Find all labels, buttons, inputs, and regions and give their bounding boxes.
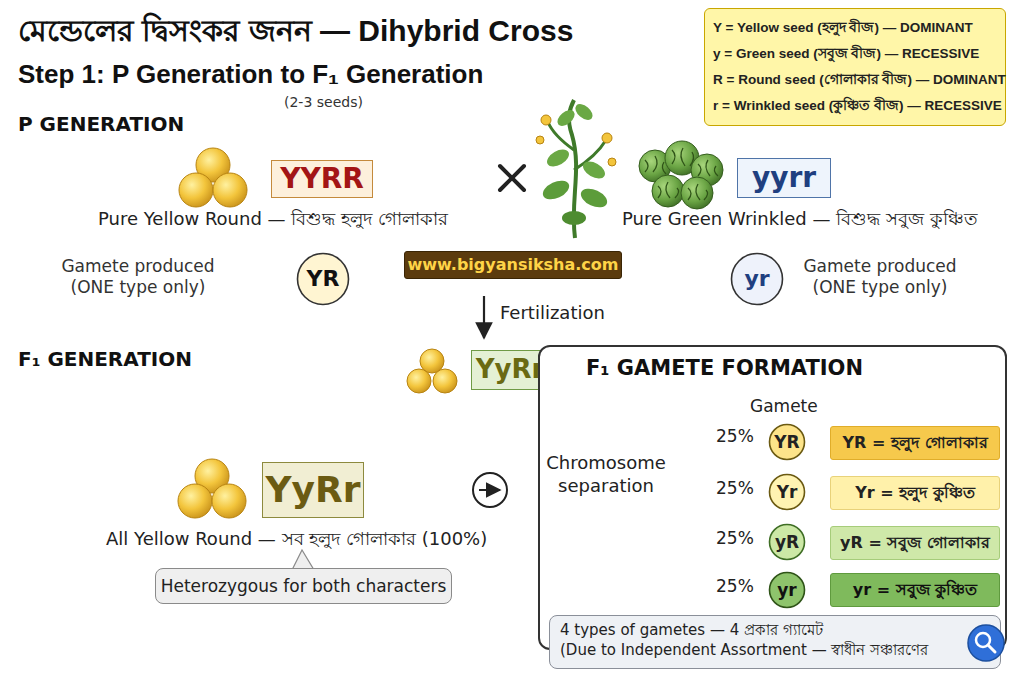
gamete-circle: YR [768, 423, 806, 461]
node-text: yyrr [752, 160, 816, 196]
legend-text: R = Round seed (গোলাকার বীজ) — DOMINANT [713, 72, 1006, 88]
yellow-seeds [407, 349, 457, 393]
genotype-box: YYRR [271, 160, 373, 198]
gamete-label-box: yr = সবুজ কুঞ্চিত [830, 573, 1000, 607]
fertilization-arrow [483, 296, 485, 338]
legend-row: Y = Yellow seed (হলুদ বীজ) — DOMINANT [713, 20, 997, 36]
phenotype-label: Pure Green Wrinkled — বিশুদ্ধ সবুজ কুঞ্চ… [622, 208, 978, 231]
node-text: www.bigyansiksha.com [408, 255, 619, 276]
legend-text: Y = Yellow seed (হলুদ বীজ) — DOMINANT [713, 20, 973, 36]
percent-label: 25% [716, 426, 754, 447]
phenotype-label: All Yellow Round — সব হলুদ গোলাকার (100%… [106, 528, 487, 551]
node-text: YYRR [280, 161, 364, 197]
node-text: 4 types of gametes — 4 প্রকার গ্যামেট [560, 621, 823, 641]
note-text: (2-3 seeds) [284, 94, 363, 112]
node-text: Heterozygous for both characters [161, 575, 447, 597]
gamete-circle: yR [768, 523, 806, 561]
node-text: YR [307, 265, 340, 294]
gamete-note: Gamete produced (ONE type only) [48, 256, 228, 299]
section-label: P GENERATION [18, 112, 184, 137]
legend-row: y = Green seed (সবুজ বীজ) — RECESSIVE [713, 46, 997, 62]
node-text: YyRr [476, 353, 545, 387]
pea-plant [536, 100, 616, 238]
genotype-box: YyRr [262, 462, 364, 518]
circle-shape [770, 573, 805, 608]
watermark-box: www.bigyansiksha.com [404, 251, 622, 279]
subtitle: Step 1: P Generation to F₁ Generation [18, 58, 483, 91]
gamete-label-box: YR = হলুদ গোলাকার [830, 426, 1000, 460]
phenotype-label: Pure Yellow Round — বিশুদ্ধ হলুদ গোলাকার [98, 208, 448, 231]
circle-shape [770, 525, 805, 560]
percent-label: 25% [716, 478, 754, 499]
legend-box: Y = Yellow seed (হলুদ বীজ) — DOMINANT y =… [704, 8, 1006, 126]
gamete-panel: F₁ GAMETE FORMATION YR YR = হলুদ গোলাকার Yr… [538, 345, 1007, 650]
node-text: yr [777, 579, 796, 601]
legend-text: y = Green seed (সবুজ বীজ) — RECESSIVE [713, 46, 979, 62]
node-text: YR [774, 431, 799, 453]
circle-shape [298, 254, 349, 305]
circle-shape [732, 254, 783, 305]
callout-box: Heterozygous for both characters [155, 568, 452, 604]
percent-label: 25% [716, 528, 754, 549]
page-title: মেন্ডেলের দ্বিসংকর জনন — Dihybrid Cross [18, 12, 573, 50]
legend-row: r = Wrinkled seed (কুঞ্চিত বীজ) — RECESS… [713, 98, 997, 114]
node-text: Yr = হলুদ কুঞ্চিত [855, 483, 975, 504]
node-text: YyRr [265, 467, 360, 514]
node-text: (Due to Independent Assortment — স্বাধীন… [560, 641, 928, 661]
legend-row: R = Round seed (গোলাকার বীজ) — DOMINANT [713, 72, 997, 88]
gamete-circle: YR [296, 252, 350, 306]
node-text: Yr [777, 481, 798, 503]
gamete-circle: yr [768, 571, 806, 609]
arrow-label: Fertilization [500, 302, 605, 325]
gamete-circle: Yr [768, 473, 806, 511]
cycle-icon [473, 473, 507, 507]
column-heading: Gamete [750, 396, 818, 417]
gamete-note: Gamete produced (ONE type only) [790, 256, 970, 299]
note-box: 4 types of gametes — 4 প্রকার গ্যামেট(Du… [549, 615, 1001, 669]
legend-text: r = Wrinkled seed (কুঞ্চিত বীজ) — RECESS… [713, 98, 1002, 114]
node-text: F₁ GAMETE FORMATION [586, 355, 863, 382]
yellow-seeds [178, 459, 246, 518]
node-text: YR = হলুদ গোলাকার [842, 433, 987, 454]
circle-shape [770, 475, 805, 510]
gamete-label-box: Yr = হলুদ কুঞ্চিত [830, 476, 1000, 510]
green-wrinkled-seeds [639, 141, 723, 209]
circle-shape [770, 425, 805, 460]
gamete-label-box: yR = সবুজ গোলাকার [830, 526, 1000, 560]
process-label: Chromosome separation [543, 452, 669, 497]
section-label: F₁ GENERATION [18, 347, 192, 372]
node-text: yr = সবুজ কুঞ্চিত [853, 580, 977, 601]
genotype-box: yyrr [737, 158, 831, 198]
callout-pointer [292, 550, 314, 570]
percent-label: 25% [716, 576, 754, 597]
node-text: yR [775, 531, 799, 553]
node-text: yr [744, 265, 769, 294]
gamete-circle: yr [730, 252, 784, 306]
cross-sign [500, 166, 524, 190]
yellow-seeds [179, 148, 247, 207]
node-text: yR = সবুজ গোলাকার [840, 533, 990, 554]
